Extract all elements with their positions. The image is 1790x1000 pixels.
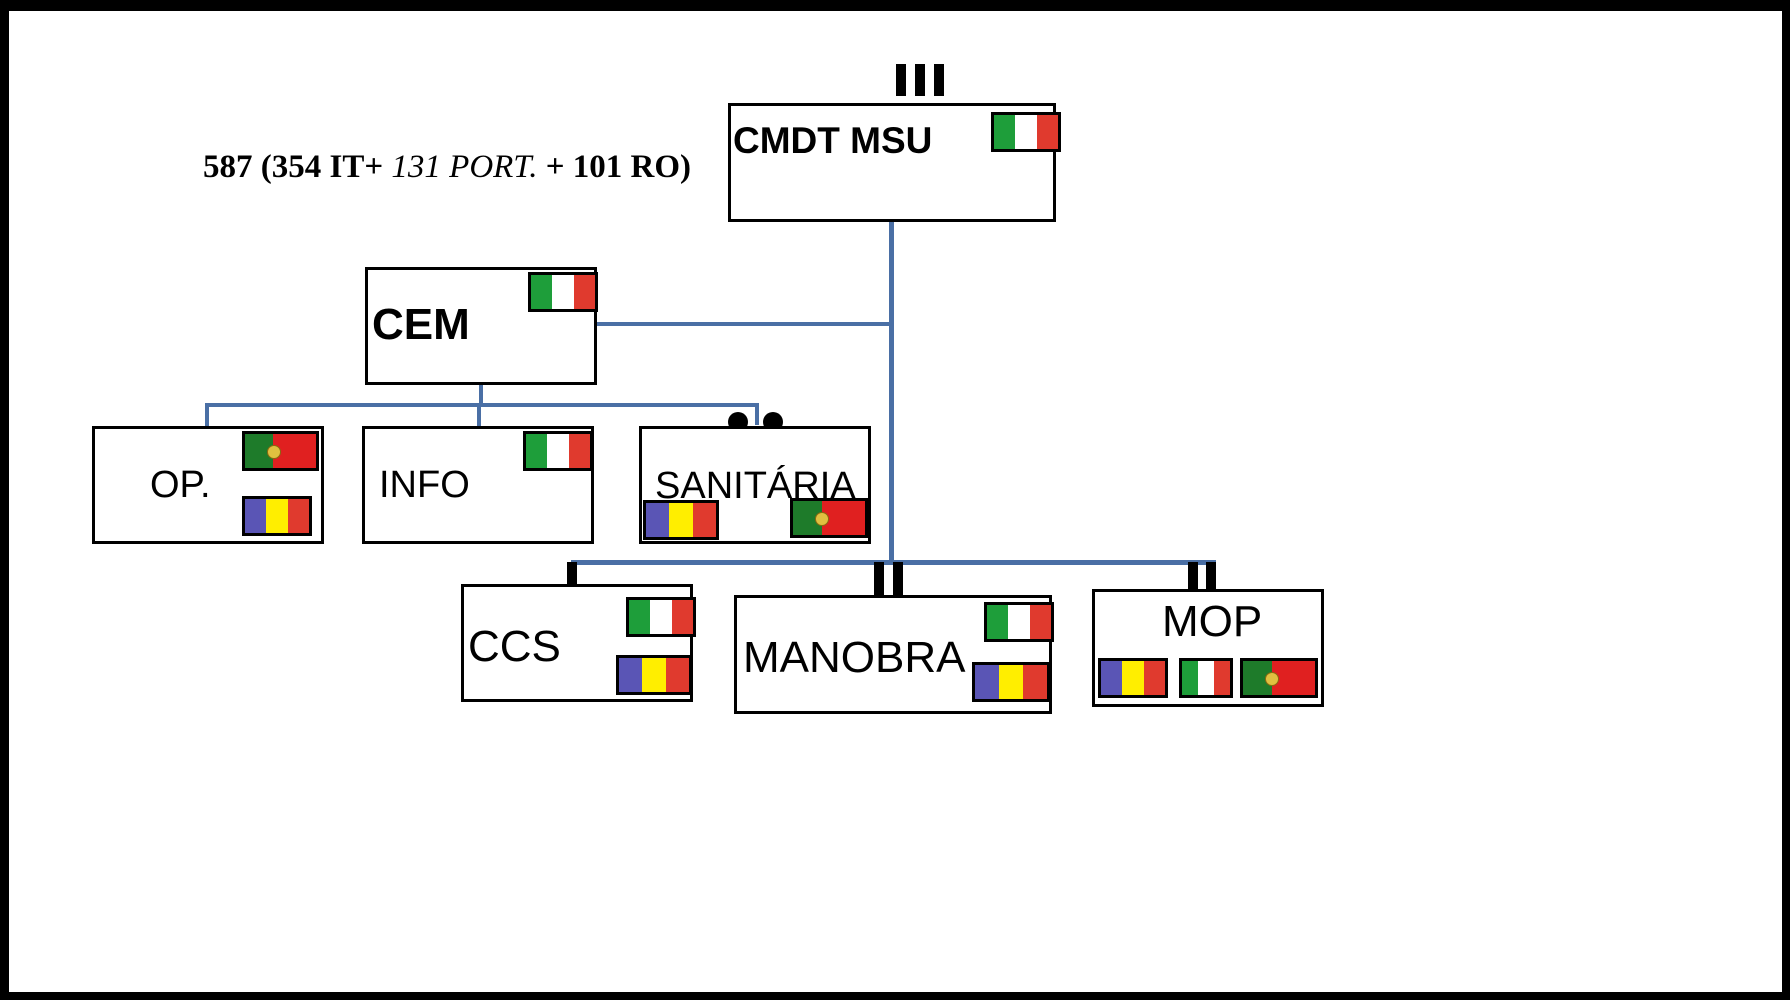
strength-rest: + 101 RO) <box>545 149 692 185</box>
connector-cem-branch <box>596 322 894 326</box>
flag-it-icon <box>523 431 593 471</box>
node-mop[interactable]: MOP <box>1092 589 1324 707</box>
node-label: CEM <box>372 300 470 349</box>
node-label: CCS <box>468 622 561 671</box>
echelon-marker-regiment <box>896 64 906 96</box>
connector-cmdt-trunk <box>889 221 894 565</box>
flag-ro-icon <box>242 496 312 536</box>
flag-ro-icon <box>616 655 692 695</box>
echelon-marker-battalion <box>874 562 884 598</box>
node-label: MOP <box>1162 597 1263 646</box>
node-label: OP. <box>150 464 211 506</box>
connector-info-drop <box>477 403 481 428</box>
echelon-marker-regiment <box>915 64 925 96</box>
echelon-marker-company <box>567 562 577 596</box>
flag-it-icon <box>1179 658 1233 698</box>
strength-port: 131 PORT. <box>391 149 538 185</box>
echelon-marker-regiment <box>934 64 944 96</box>
node-cem[interactable]: CEM <box>365 267 598 385</box>
strength-open: (354 IT+ <box>260 149 384 185</box>
connector-staff-bar <box>205 403 759 407</box>
node-op[interactable]: OP. <box>92 426 324 544</box>
node-manobra[interactable]: MANOBRA <box>734 595 1054 714</box>
flag-pt-icon <box>790 498 868 538</box>
flag-it-icon <box>528 272 598 312</box>
flag-ro-icon <box>1098 658 1168 698</box>
connector-sanitaria-drop <box>755 403 759 425</box>
flag-it-icon <box>626 597 696 637</box>
strength-summary: 587 (354 IT+ 131 PORT. + 101 RO) <box>203 149 691 186</box>
connector-op-drop <box>205 403 209 428</box>
node-label: MANOBRA <box>743 633 966 682</box>
flag-it-icon <box>984 602 1054 642</box>
strength-total: 587 <box>203 149 253 185</box>
echelon-marker-battalion <box>1206 562 1216 592</box>
node-sanitaria[interactable]: SANITÁRIA <box>639 426 871 544</box>
node-label: INFO <box>379 464 470 506</box>
node-ccs[interactable]: CCS <box>461 584 696 702</box>
node-info[interactable]: INFO <box>362 426 594 544</box>
node-label: CMDT MSU <box>733 120 933 161</box>
flag-ro-icon <box>643 500 719 540</box>
flag-pt-icon <box>242 431 319 471</box>
node-cmdt-msu[interactable]: CMDT MSU <box>728 103 1061 222</box>
connector-cem-down <box>479 383 483 405</box>
echelon-marker-battalion <box>1188 562 1198 592</box>
flag-it-icon <box>991 112 1061 152</box>
echelon-marker-battalion <box>893 562 903 598</box>
flag-ro-icon <box>972 662 1050 702</box>
flag-pt-icon <box>1240 658 1318 698</box>
